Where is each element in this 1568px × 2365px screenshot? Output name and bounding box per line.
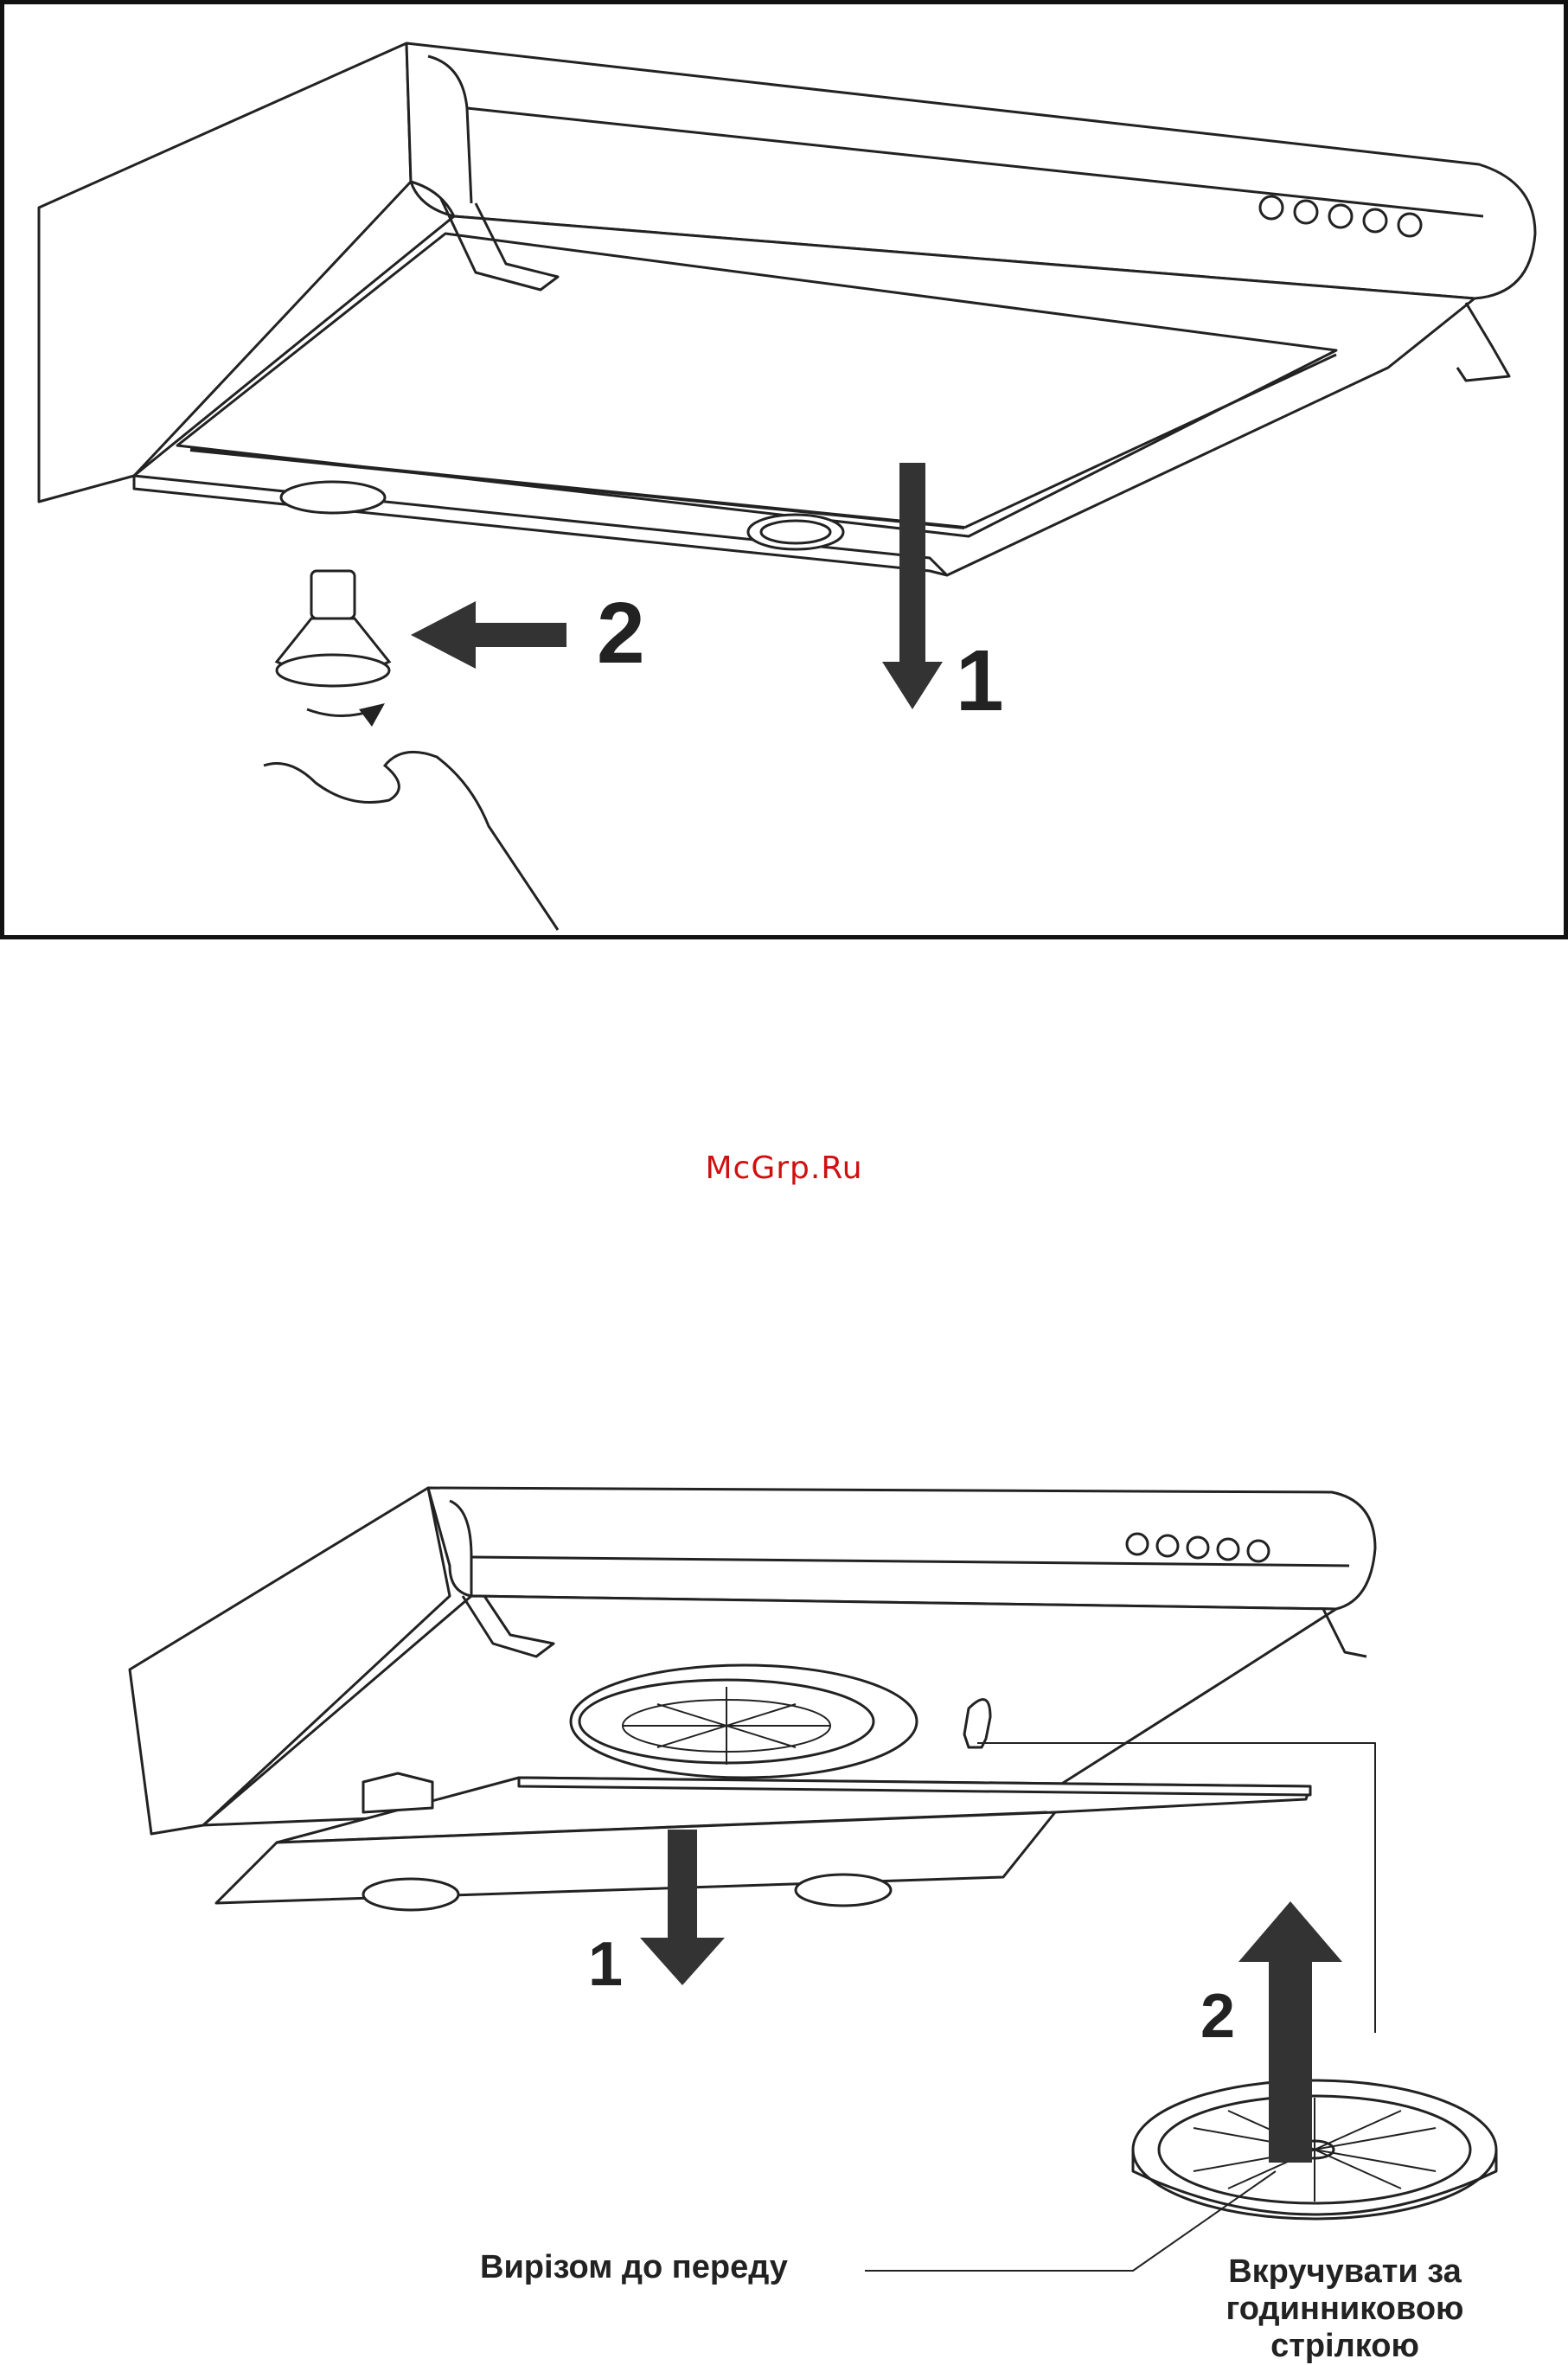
- rotate-arrow-icon: [359, 703, 385, 727]
- figure-bulb-replacement: 2 1: [0, 0, 1568, 939]
- step-2-label: 2: [597, 584, 645, 683]
- step-2-label: 2: [1200, 1981, 1235, 2052]
- figure-filter-replacement: 1 2 Вирізом до переду Вкручувати за годи…: [0, 1427, 1568, 2340]
- label-screw-line-3: стрілкою: [1202, 2328, 1488, 2365]
- label-screw-line-1: Вкручувати за: [1202, 2253, 1488, 2291]
- step-1-label: 1: [588, 1929, 623, 2000]
- label-screw-line-2: годинниковою: [1202, 2291, 1488, 2328]
- watermark: McGrp.Ru: [0, 1150, 1568, 1186]
- label-notch-forward: Вирізом до переду: [480, 2249, 788, 2286]
- arrow-left-icon: [411, 601, 566, 669]
- bulb-icon: [277, 571, 389, 716]
- range-hood-illustration-1: [4, 4, 1564, 935]
- label-screw-clockwise: Вкручувати за годинниковою стрілкою: [1202, 2253, 1488, 2365]
- hand-icon: [264, 752, 558, 930]
- range-hood-illustration-2: [0, 1427, 1568, 2340]
- step-1-label: 1: [956, 631, 1004, 731]
